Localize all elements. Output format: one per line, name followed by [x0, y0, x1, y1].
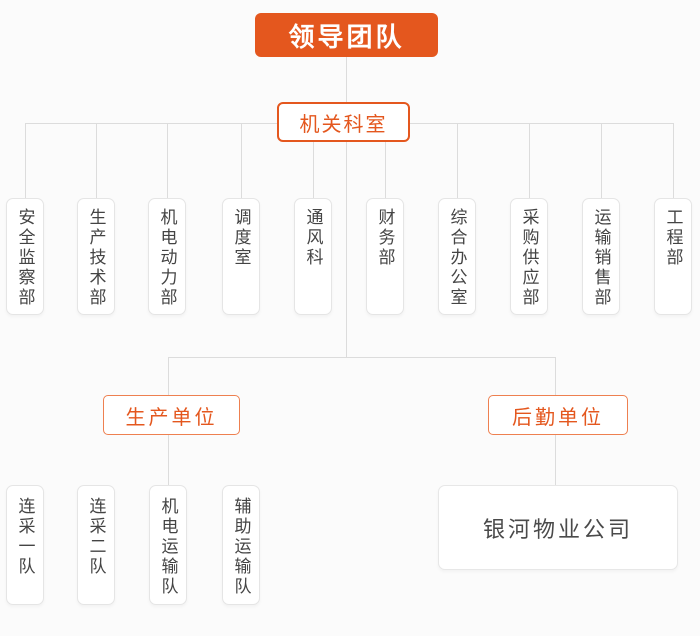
connector-line — [167, 123, 168, 198]
connector-line — [385, 123, 386, 198]
connector-line — [168, 435, 169, 485]
node-dept-procurement-supply: 采购供应部 — [510, 198, 548, 315]
connector-line — [529, 123, 530, 198]
node-dept-transport-sales: 运输销售部 — [582, 198, 620, 315]
node-leadership-team: 领导团队 — [255, 13, 438, 57]
node-team-continuous-mining-2: 连采二队 — [77, 485, 115, 605]
connector-line — [168, 357, 169, 395]
node-dept-dispatch-room: 调度室 — [222, 198, 260, 315]
node-yinhe-property-company: 银河物业公司 — [438, 485, 678, 570]
connector-line — [346, 57, 347, 102]
connector-line — [555, 435, 556, 485]
node-office-departments: 机关科室 — [277, 102, 410, 142]
node-dept-finance: 财务部 — [366, 198, 404, 315]
connector-line — [96, 123, 97, 198]
node-dept-engineering: 工程部 — [654, 198, 692, 315]
connector-line — [168, 357, 556, 358]
node-production-units: 生产单位 — [103, 395, 240, 435]
connector-line — [555, 357, 556, 395]
node-dept-mech-electric-power: 机电动力部 — [148, 198, 186, 315]
connector-line — [313, 123, 314, 198]
node-logistics-units: 后勤单位 — [488, 395, 628, 435]
connector-line — [25, 123, 26, 198]
node-dept-production-tech: 生产技术部 — [77, 198, 115, 315]
connector-line — [346, 142, 347, 357]
connector-line — [673, 123, 674, 198]
node-dept-general-office: 综合办公室 — [438, 198, 476, 315]
node-dept-ventilation: 通风科 — [294, 198, 332, 315]
connector-line — [241, 123, 242, 198]
connector-line — [601, 123, 602, 198]
node-dept-safety-supervision: 安全监察部 — [6, 198, 44, 315]
node-team-auxiliary-transport: 辅助运输队 — [222, 485, 260, 605]
node-team-mech-electric-transport: 机电运输队 — [149, 485, 187, 605]
connector-line — [457, 123, 458, 198]
node-team-continuous-mining-1: 连采一队 — [6, 485, 44, 605]
